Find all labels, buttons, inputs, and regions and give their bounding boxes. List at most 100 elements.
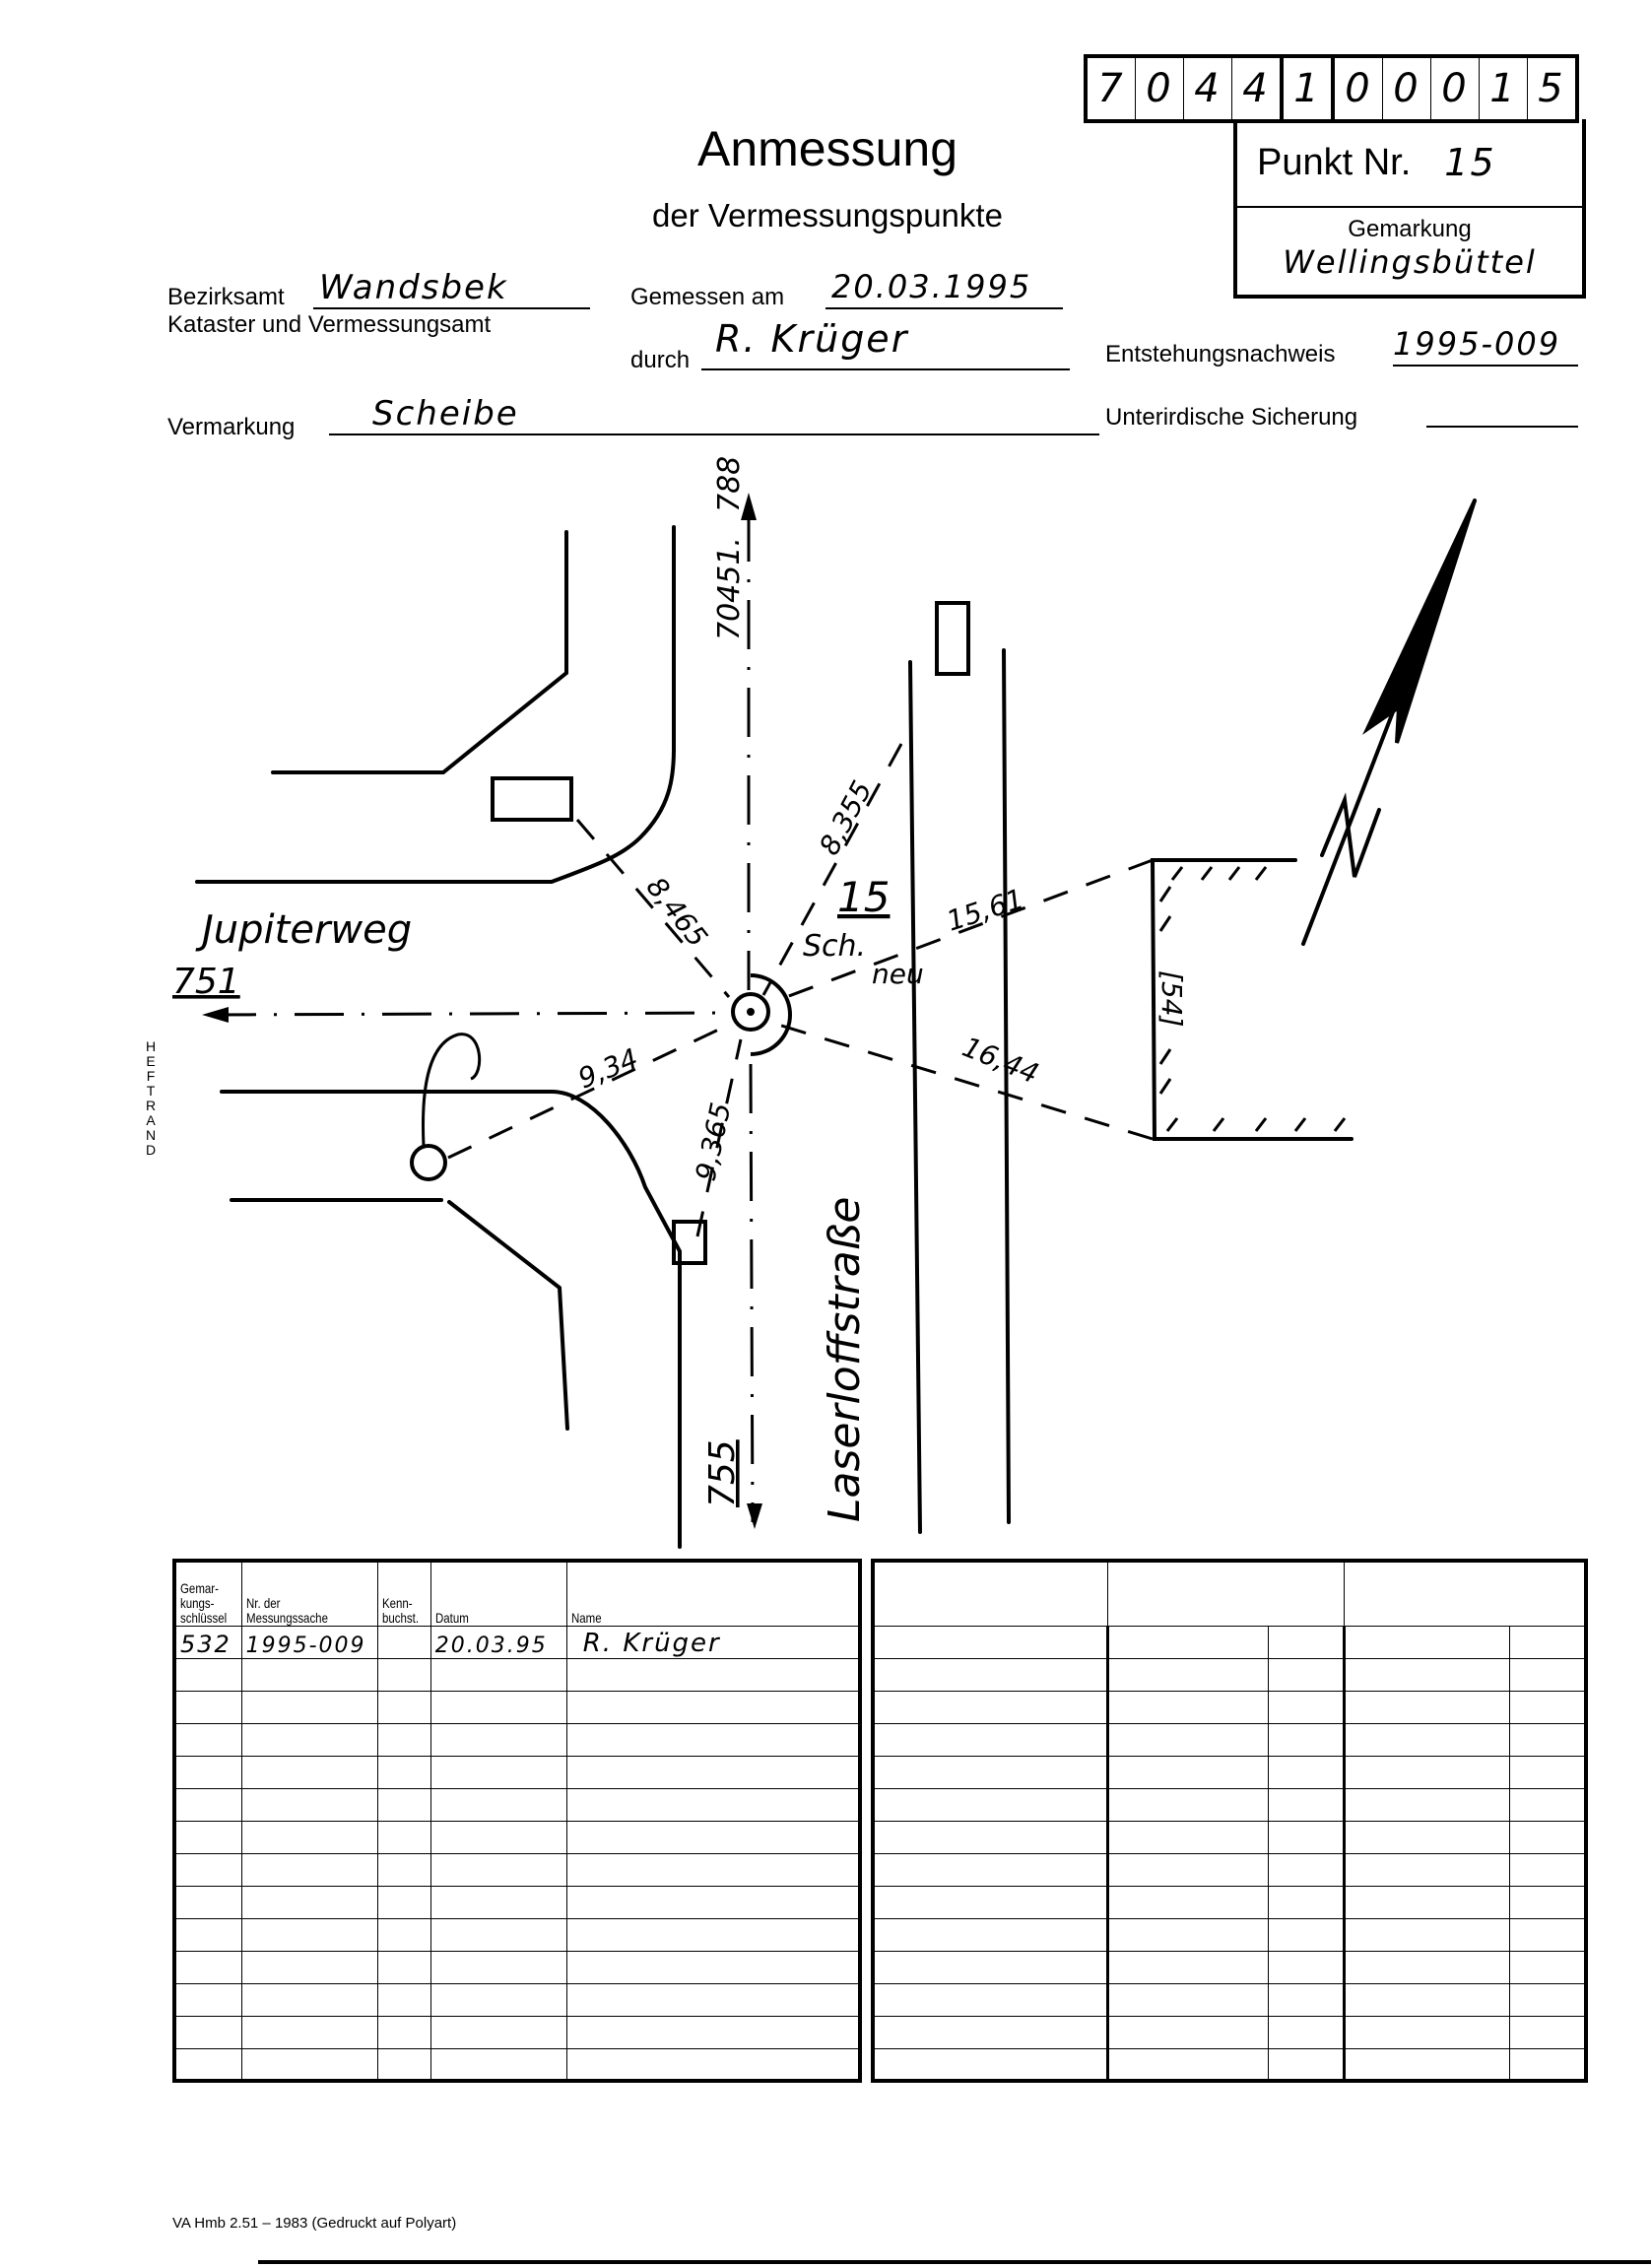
table-cell[interactable] (1106, 1625, 1269, 1659)
vermarkung-field[interactable]: Scheibe (329, 394, 1099, 435)
table-cell[interactable] (1343, 1982, 1510, 2017)
table-cell[interactable] (1267, 1722, 1346, 1757)
table-cell[interactable] (1508, 1982, 1587, 2017)
table-cell[interactable] (429, 1982, 567, 2017)
table-cell[interactable] (1267, 1657, 1346, 1692)
table-cell[interactable] (429, 2015, 567, 2049)
table-cell[interactable] (429, 1755, 567, 1789)
table-cell[interactable] (173, 1722, 242, 1757)
durch-signature-field[interactable]: R. Krüger (701, 317, 1070, 370)
table-cell[interactable] (1508, 1787, 1587, 1822)
table-cell[interactable] (173, 1852, 242, 1887)
table-cell[interactable] (1267, 1917, 1346, 1952)
table-cell[interactable] (240, 1657, 378, 1692)
table-cell[interactable] (240, 1852, 378, 1887)
table-cell[interactable] (429, 1722, 567, 1757)
table-cell[interactable] (872, 2015, 1109, 2049)
table-cell[interactable] (565, 2015, 861, 2049)
table-cell[interactable] (1508, 1885, 1587, 1919)
table-cell[interactable] (1343, 1755, 1510, 1789)
table-cell[interactable] (872, 1982, 1109, 2017)
table-cell[interactable] (1106, 1820, 1269, 1854)
table-cell[interactable] (1267, 1982, 1346, 2017)
table-cell[interactable] (872, 1755, 1109, 1789)
table-cell[interactable] (1508, 1690, 1587, 1724)
table-cell[interactable] (1267, 1625, 1346, 1659)
table-cell[interactable] (240, 1787, 378, 1822)
table-cell[interactable] (1267, 1950, 1346, 1984)
table-cell[interactable] (1267, 1690, 1346, 1724)
table-cell[interactable] (173, 1690, 242, 1724)
table-cell[interactable] (1508, 1657, 1587, 1692)
table-cell[interactable] (429, 1657, 567, 1692)
table-cell[interactable] (565, 1722, 861, 1757)
table-cell[interactable] (1106, 1722, 1269, 1757)
table-cell[interactable] (240, 1950, 378, 1984)
table-cell[interactable] (872, 1820, 1109, 1854)
cell-messungssache[interactable]: 1995-009 (240, 1625, 378, 1659)
table-cell[interactable] (429, 1917, 567, 1952)
table-cell[interactable] (872, 1950, 1109, 1984)
table-cell[interactable] (872, 1722, 1109, 1757)
table-cell[interactable] (240, 1690, 378, 1724)
table-cell[interactable] (173, 1950, 242, 1984)
table-cell[interactable] (565, 1917, 861, 1952)
table-cell[interactable] (1106, 2047, 1269, 2082)
table-cell[interactable] (1267, 1885, 1346, 1919)
table-cell[interactable] (376, 1755, 431, 1789)
cell-kennbuchstabe[interactable] (376, 1625, 431, 1659)
table-cell[interactable] (240, 1755, 378, 1789)
table-cell[interactable] (429, 1885, 567, 1919)
table-cell[interactable] (240, 1885, 378, 1919)
table-cell[interactable] (1343, 1820, 1510, 1854)
table-cell[interactable] (565, 1885, 861, 1919)
bezirksamt-field[interactable]: Wandsbek (313, 268, 590, 309)
table-cell[interactable] (565, 1787, 861, 1822)
table-cell[interactable] (376, 1722, 431, 1757)
table-cell[interactable] (240, 2047, 378, 2082)
table-cell[interactable] (1508, 2047, 1587, 2082)
table-cell[interactable] (565, 1657, 861, 1692)
table-cell[interactable] (1267, 1820, 1346, 1854)
table-cell[interactable] (565, 1690, 861, 1724)
table-cell[interactable] (1106, 1690, 1269, 1724)
table-cell[interactable] (1343, 1690, 1510, 1724)
table-cell[interactable] (173, 1787, 242, 1822)
table-cell[interactable] (1343, 1950, 1510, 1984)
table-cell[interactable] (565, 1950, 861, 1984)
table-cell[interactable] (429, 1787, 567, 1822)
table-cell[interactable] (1343, 1657, 1510, 1692)
table-cell[interactable] (376, 1820, 431, 1854)
table-cell[interactable] (872, 1885, 1109, 1919)
table-cell[interactable] (1508, 1755, 1587, 1789)
table-cell[interactable] (173, 1657, 242, 1692)
unterirdische-sicherung-field[interactable] (1426, 398, 1578, 428)
table-cell[interactable] (173, 1755, 242, 1789)
table-cell[interactable] (173, 1820, 242, 1854)
table-cell[interactable] (872, 1787, 1109, 1822)
table-cell[interactable] (173, 1982, 242, 2017)
table-cell[interactable] (376, 1657, 431, 1692)
table-cell[interactable] (1508, 1852, 1587, 1887)
table-cell[interactable] (872, 1917, 1109, 1952)
table-cell[interactable] (872, 1625, 1109, 1659)
table-cell[interactable] (1106, 1917, 1269, 1952)
table-cell[interactable] (1508, 1625, 1587, 1659)
table-cell[interactable] (1106, 1657, 1269, 1692)
table-cell[interactable] (1508, 1820, 1587, 1854)
table-cell[interactable] (429, 1820, 567, 1854)
cell-name[interactable]: R. Krüger (565, 1625, 861, 1659)
table-cell[interactable] (1508, 1950, 1587, 1984)
table-cell[interactable] (872, 2047, 1109, 2082)
table-cell[interactable] (429, 1852, 567, 1887)
table-cell[interactable] (429, 2047, 567, 2082)
table-cell[interactable] (1267, 1787, 1346, 1822)
gemessen-date-field[interactable]: 20.03.1995 (826, 268, 1063, 309)
table-cell[interactable] (1343, 1852, 1510, 1887)
table-cell[interactable] (1343, 2047, 1510, 2082)
table-cell[interactable] (173, 2047, 242, 2082)
table-cell[interactable] (1508, 1917, 1587, 1952)
table-cell[interactable] (872, 1657, 1109, 1692)
table-cell[interactable] (1267, 1852, 1346, 1887)
table-cell[interactable] (376, 1982, 431, 2017)
